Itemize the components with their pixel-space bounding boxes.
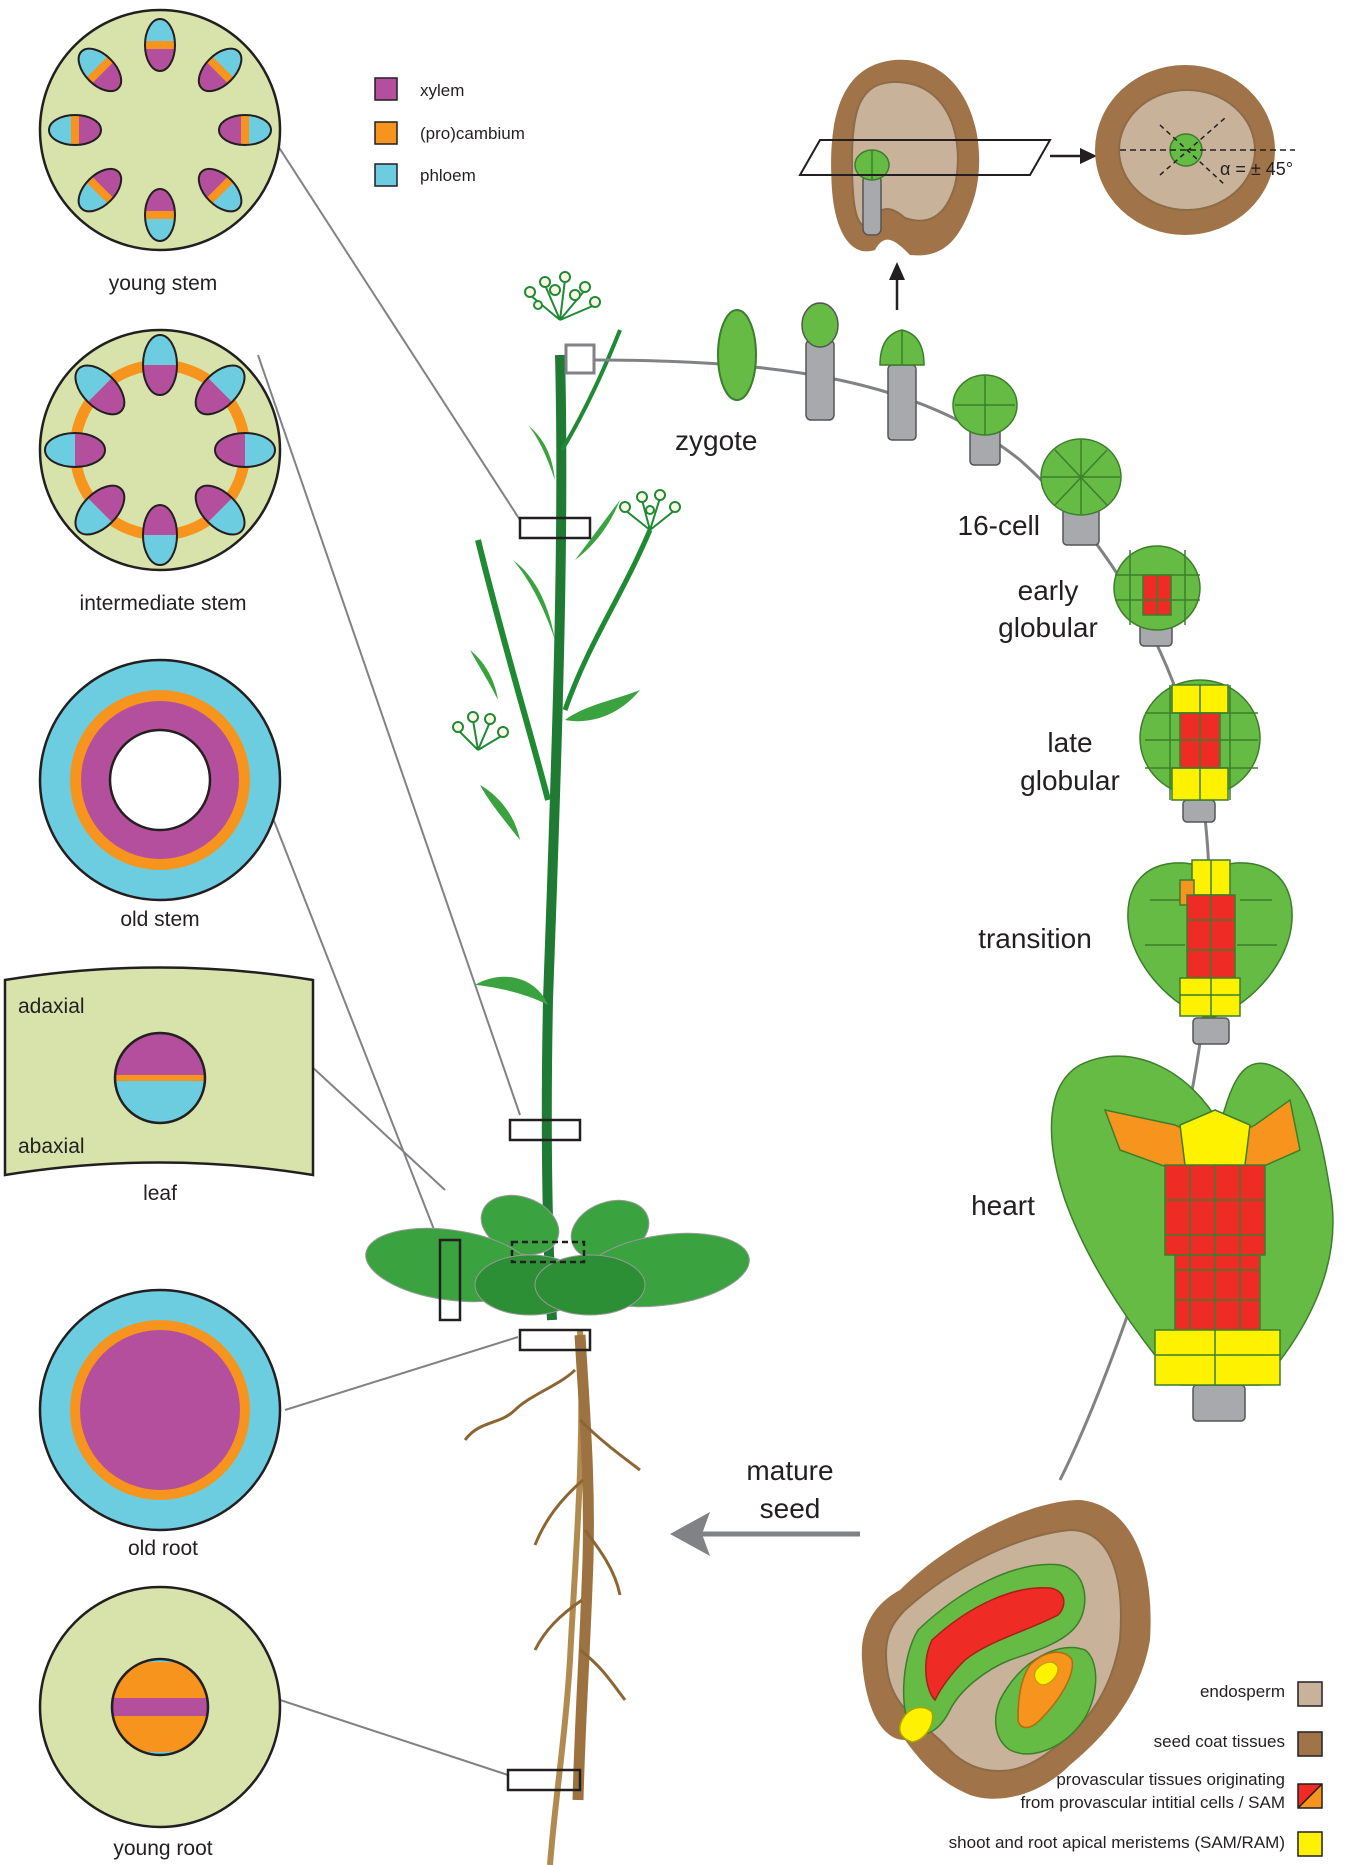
legend-phloem-label: phloem [420,166,476,185]
mature-seed-label-1: mature [746,1455,833,1486]
young-root-label: young root [113,1837,212,1860]
late-globular-embryo [1140,680,1260,822]
vascular-bundle [145,19,175,71]
leaf-adaxial-label: adaxial [18,995,85,1018]
vascular-bundle [219,115,271,145]
zygote-shape [718,310,756,400]
vascular-bundle [143,505,177,565]
meristem-swatch [1298,1832,1322,1856]
leaf-abaxial-label: abaxial [18,1135,85,1158]
key-endosperm-label: endosperm [1200,1682,1285,1701]
key-meristem-label: shoot and root apical meristems (SAM/RAM… [949,1833,1285,1852]
young-stem-section [40,10,280,250]
intermediate-stem-section [40,330,280,570]
old-stem-label: old stem [120,908,199,931]
intermediate-stem-label: intermediate stem [80,592,247,615]
young-stem-label: young stem [109,272,218,295]
development-arc [594,360,1210,1480]
arabidopsis-plant [361,272,754,1865]
young-root-box [508,1770,580,1790]
vascular-bundle [145,189,175,241]
vascular-bundle [49,115,101,145]
tissue-legend: xylem (pro)cambium phloem [375,78,525,186]
heart-label: heart [971,1190,1035,1221]
heart-embryo [1051,1056,1332,1421]
angle-label: α = ± 45° [1220,159,1293,179]
old-root-label: old root [128,1537,198,1560]
arrow-right [1050,148,1097,164]
endosperm-swatch [1298,1682,1322,1706]
connector-lines [258,115,520,1775]
key-seed-coat-label: seed coat tissues [1154,1732,1285,1751]
early-globular-label-1: early [1018,575,1079,606]
provascular-swatch [1298,1784,1322,1808]
old-stem-section [40,660,280,900]
late-globular-label-1: late [1047,727,1092,758]
phloem-swatch [375,164,397,186]
sixteen-cell-label: 16-cell [958,510,1040,541]
transition-embryo [1128,860,1292,1044]
vascular-bundle [215,433,275,467]
ovule-box [566,345,594,373]
zygote-label: zygote [675,425,758,456]
vascular-bundle [143,335,177,395]
young-root-section [40,1587,280,1827]
vascular-bundle [45,433,105,467]
two-cell-embryo [802,303,838,420]
ovule-longitudinal [800,60,1050,256]
late-globular-label-2: globular [1020,765,1120,796]
xylem-swatch [375,78,397,100]
ovule-cross-section [1095,65,1295,235]
early-globular-embryo [1114,546,1200,646]
legend-xylem-label: xylem [420,81,464,100]
young-stem-box [520,518,590,538]
key-provascular-label-1: provascular tissues originating [1056,1770,1285,1789]
key-provascular-label-2: from provascular intitial cells / SAM [1020,1793,1285,1812]
four-cell-embryo [880,330,924,440]
leaf-label: leaf [143,1182,177,1205]
cambium-swatch [375,122,397,144]
seed-coat-swatch [1298,1732,1322,1756]
arrow-up [889,262,905,310]
mature-seed-label-2: seed [760,1493,821,1524]
mature-seed [862,1500,1151,1799]
legend-cambium-label: (pro)cambium [420,124,525,143]
early-globular-label-2: globular [998,612,1098,643]
transition-label: transition [978,923,1092,954]
old-root-section [40,1290,280,1530]
sixteen-cell-embryo [1041,439,1121,545]
